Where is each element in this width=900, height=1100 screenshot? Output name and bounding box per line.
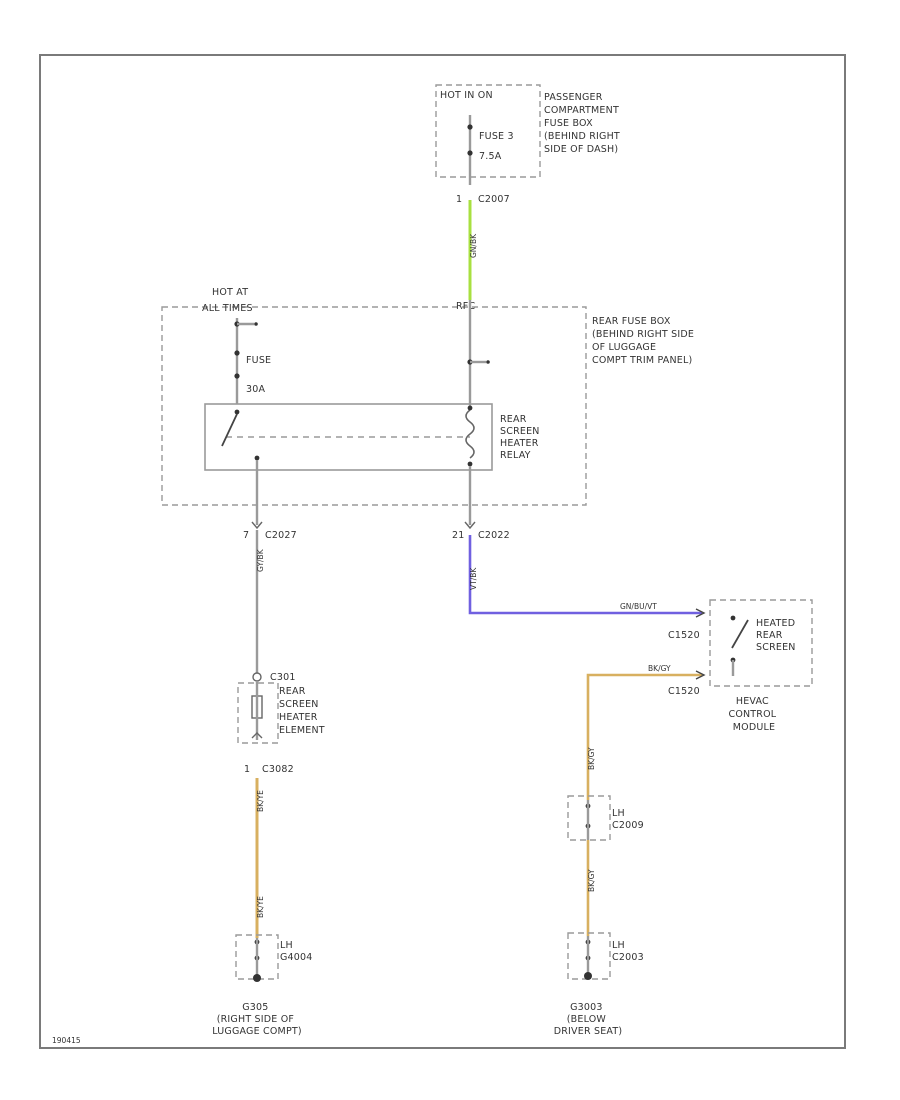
figure-code: 190415 bbox=[52, 1036, 81, 1045]
gy-bk-wire-code: GY/BK bbox=[256, 548, 265, 572]
relay-coil-top bbox=[467, 405, 473, 411]
left-splice-label: LH G4004 bbox=[280, 940, 313, 963]
c301-label: C301 bbox=[270, 672, 296, 683]
hevac-switch-arm bbox=[731, 619, 749, 649]
heated-rear-screen-switch-label: HEATED REAR SCREEN bbox=[756, 618, 798, 653]
fuse-30a-rating: 30A bbox=[246, 384, 265, 395]
diagram-frame bbox=[39, 54, 846, 1049]
violet-wire-arrow bbox=[695, 608, 706, 618]
hot-at-label: HOT AT bbox=[212, 287, 248, 298]
relay-coil-bottom bbox=[467, 461, 473, 467]
passenger-fuse-box-desc: PASSENGER COMPARTMENT FUSE BOX (BEHIND R… bbox=[544, 92, 623, 155]
hevac-module-outline bbox=[709, 599, 813, 687]
c2022-label: C2022 bbox=[478, 530, 510, 541]
rfc-pin-label: RFC bbox=[456, 301, 475, 312]
right-splice-1-label: LH C2009 bbox=[612, 808, 644, 831]
right-tan-wire bbox=[586, 673, 702, 800]
c2022-connector-symbol bbox=[464, 521, 476, 530]
right-splice-1-outline bbox=[567, 795, 611, 841]
fuse-30a-stub-end bbox=[254, 322, 258, 326]
c2027-label: C2027 bbox=[265, 530, 297, 541]
right-ground-splice-outline bbox=[567, 932, 611, 980]
hevac-conn-top: C1520 bbox=[668, 630, 700, 641]
right-tan-wire-code-3: BK/GY bbox=[587, 869, 596, 892]
rear-fuse-box-desc: REAR FUSE BOX (BEHIND RIGHT SIDE OF LUGG… bbox=[592, 316, 697, 366]
relay-coil bbox=[465, 409, 475, 459]
fuse-30a-mid-terminal bbox=[234, 350, 240, 356]
hevac-switch-top bbox=[730, 615, 736, 621]
right-tan-wire-arrow bbox=[695, 670, 706, 680]
rear-fuse-box-outline bbox=[161, 306, 587, 506]
left-ground-splice-outline bbox=[235, 934, 279, 980]
rfc-stub-end bbox=[486, 360, 490, 364]
c2007-pin: 1 bbox=[456, 194, 462, 205]
violet-wire-code-2: GN/BU/VT bbox=[620, 602, 657, 611]
fuse-30a-low-terminal bbox=[234, 373, 240, 379]
left-tan-wire-code-2: BK/YE bbox=[256, 896, 265, 918]
relay-label: REAR SCREEN HEATER RELAY bbox=[500, 414, 543, 461]
rear-screen-heater-relay-box bbox=[204, 403, 493, 471]
c2027-pin: 7 bbox=[243, 530, 249, 541]
c2027-connector-symbol bbox=[251, 521, 263, 530]
c2022-pin: 21 bbox=[452, 530, 465, 541]
green-wire-code: GN/BK bbox=[469, 233, 478, 258]
heater-element-label: REAR SCREEN HEATER ELEMENT bbox=[279, 686, 325, 736]
relay-switch-arm bbox=[221, 413, 238, 447]
fuse-3-label: FUSE 3 bbox=[479, 131, 514, 142]
fuse-30a-label: FUSE bbox=[246, 355, 271, 366]
c3082-pin: 1 bbox=[244, 764, 250, 775]
fuse-3-terminal-top bbox=[467, 124, 473, 130]
left-ground-point bbox=[253, 974, 261, 982]
violet-wire-code: VT/BK bbox=[469, 567, 478, 590]
left-ground-label: G305 (RIGHT SIDE OF LUGGAGE COMPT) bbox=[212, 1002, 302, 1037]
right-ground-point bbox=[584, 972, 592, 980]
fuse-3-rating: 7.5A bbox=[479, 151, 502, 162]
relay-switch-contact bbox=[254, 455, 260, 461]
c3082-label: C3082 bbox=[262, 764, 294, 775]
all-times-label: ALL TIMES bbox=[202, 303, 253, 314]
c2007-label: C2007 bbox=[478, 194, 510, 205]
passenger-fuse-box-outline bbox=[435, 84, 541, 178]
hot-in-on-label: HOT IN ON bbox=[440, 90, 493, 101]
right-tan-wire-code-2: BK/GY bbox=[587, 747, 596, 770]
left-tan-wire-code: BK/YE bbox=[256, 790, 265, 812]
fuse-3-terminal-bottom bbox=[467, 150, 473, 156]
right-tan-wire-code-1: BK/GY bbox=[648, 664, 671, 673]
heater-element-conn bbox=[252, 672, 262, 682]
violet-wire bbox=[468, 535, 702, 615]
relay-switch-pivot bbox=[234, 409, 240, 415]
hevac-module-label: HEVAC CONTROL MODULE bbox=[728, 696, 779, 733]
hevac-conn-bottom: C1520 bbox=[668, 686, 700, 697]
heater-element-bottom-conn bbox=[251, 732, 263, 739]
right-splice-2-label: LH C2003 bbox=[612, 940, 644, 963]
right-ground-label: G3003 (BELOW DRIVER SEAT) bbox=[554, 1002, 623, 1037]
